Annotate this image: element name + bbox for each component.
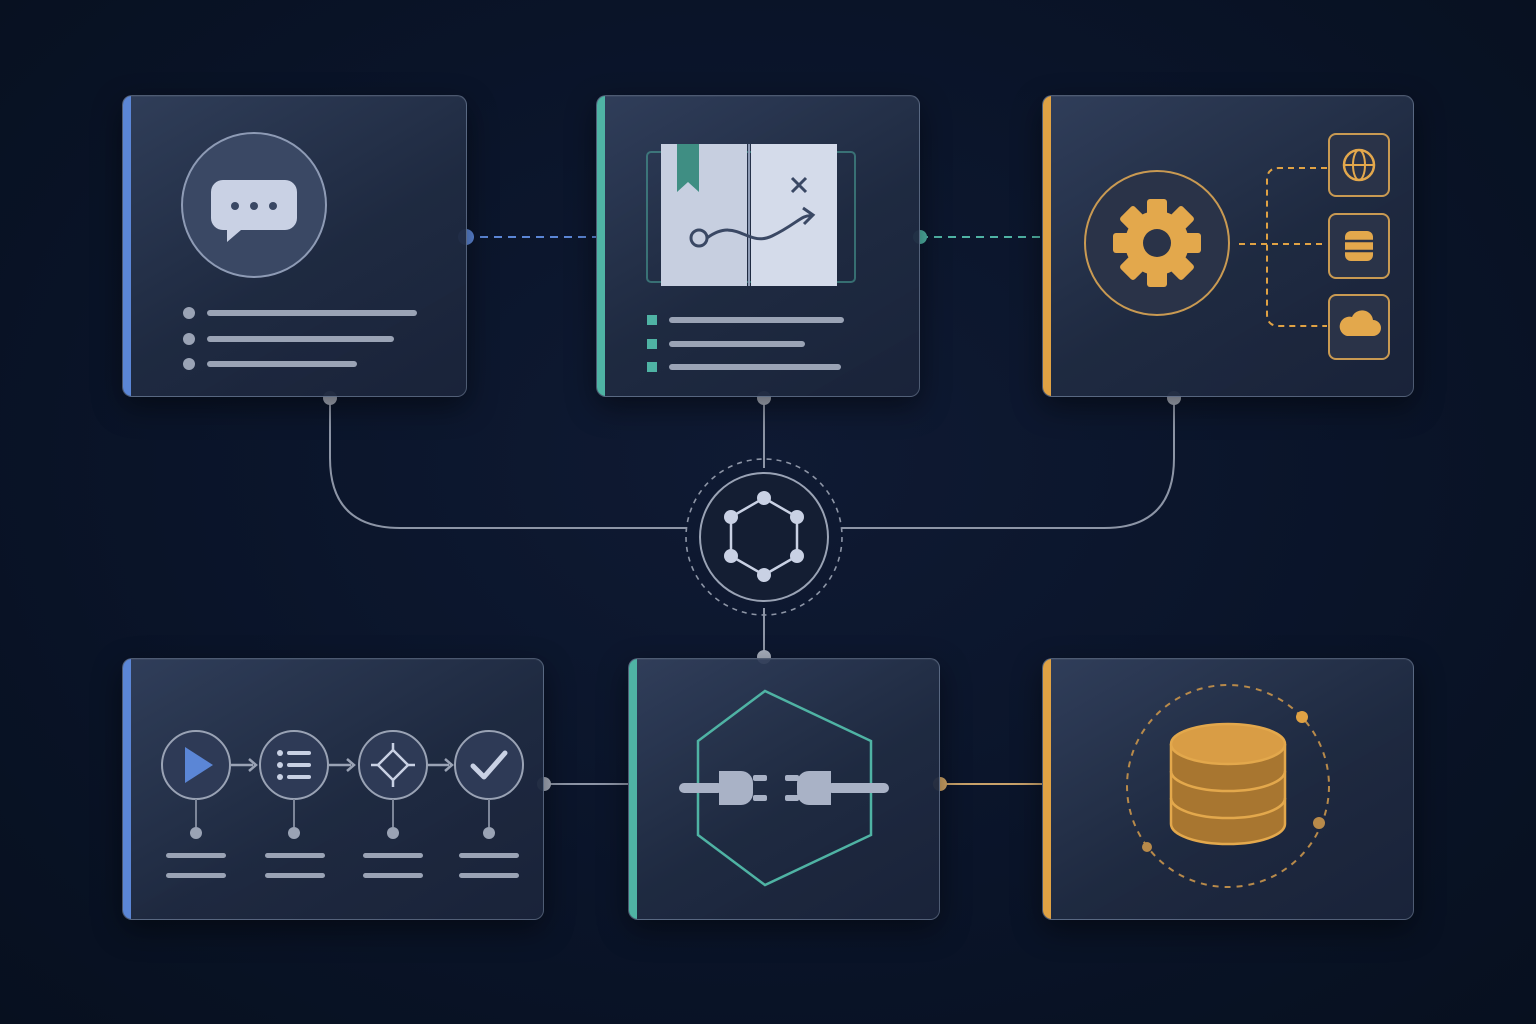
hub-node[interactable] <box>685 458 843 616</box>
tool-branch-lines <box>1239 167 1327 327</box>
tools-card[interactable] <box>1042 95 1414 397</box>
accent-bar <box>629 659 637 919</box>
decision-icon[interactable] <box>358 730 428 800</box>
integration-card[interactable] <box>628 658 940 920</box>
playbook-card[interactable] <box>596 95 920 397</box>
accent-bar <box>1043 96 1051 396</box>
cloud-icon[interactable] <box>1328 294 1390 360</box>
orbit-ring <box>1126 684 1330 888</box>
accent-bar <box>597 96 605 396</box>
connector-tools-hub <box>842 398 1175 529</box>
list-lines <box>647 315 844 372</box>
step-labels <box>166 827 519 878</box>
plug-connector-icon <box>679 689 889 887</box>
storage-card[interactable] <box>1042 658 1414 920</box>
open-book-strategy-icon <box>646 144 856 286</box>
accent-bar <box>123 659 131 919</box>
accent-bar <box>1043 659 1051 919</box>
chat-bubble-icon <box>181 132 327 278</box>
gear-icon <box>1084 170 1230 316</box>
connector-chat-hub <box>329 398 686 529</box>
globe-icon[interactable] <box>1328 133 1390 197</box>
play-icon[interactable] <box>161 730 231 800</box>
accent-bar <box>123 96 131 396</box>
database-icon <box>1169 722 1287 846</box>
workflow-card[interactable] <box>122 658 544 920</box>
chat-card[interactable] <box>122 95 467 397</box>
database-icon[interactable] <box>1328 213 1390 279</box>
list-icon[interactable] <box>259 730 329 800</box>
check-icon[interactable] <box>454 730 524 800</box>
list-lines <box>183 307 417 370</box>
